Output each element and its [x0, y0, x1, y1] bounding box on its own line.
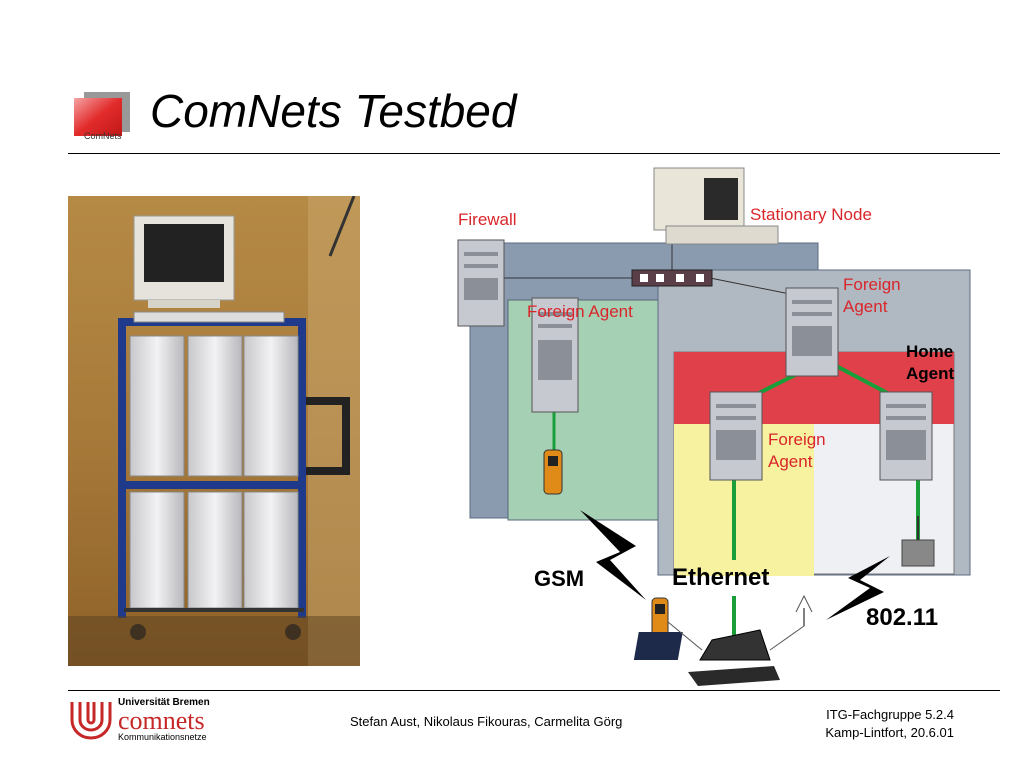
footer-event-line1: ITG-Fachgruppe 5.2.4 [826, 707, 954, 722]
label-firewall: Firewall [458, 210, 517, 229]
footer-authors: Stefan Aust, Nikolaus Fikouras, Carmelit… [350, 714, 623, 729]
logo-small-label: ComNets [84, 131, 122, 141]
label-gsm: GSM [534, 566, 585, 591]
footer-divider [68, 690, 1000, 691]
group-name: Kommunikationsnetze [118, 732, 207, 742]
label-home-agent-line1: Home [906, 342, 954, 361]
comnets-wordmark: comnets [118, 706, 205, 735]
label-foreign-agent-ethernet-line1: Foreign [768, 430, 826, 449]
footer-event-line2: Kamp-Lintfort, 20.6.01 [825, 725, 954, 740]
university-logo-icon [68, 700, 114, 740]
label-stationary-node: Stationary Node [750, 205, 872, 224]
label-home-agent-line2: Agent [906, 364, 955, 383]
label-foreign-agent-ethernet-line2: Agent [768, 452, 813, 471]
page-title: ComNets Testbed [150, 85, 517, 137]
header-divider [68, 153, 1000, 154]
label-ethernet: Ethernet [672, 564, 770, 591]
testbed-photo [68, 195, 360, 666]
label-wlan-802-11: 802.11 [866, 604, 939, 631]
label-foreign-agent-top-line2: Agent [843, 297, 888, 316]
footer-event: ITG-Fachgruppe 5.2.4 Kamp-Lintfort, 20.6… [792, 706, 954, 742]
label-foreign-agent-gsm: Foreign Agent [527, 302, 633, 321]
label-foreign-agent-top-line1: Foreign [843, 275, 901, 294]
network-diagram [440, 160, 1000, 690]
university-name: Universität Bremen [118, 697, 210, 708]
comnets-logo-small [74, 92, 130, 144]
